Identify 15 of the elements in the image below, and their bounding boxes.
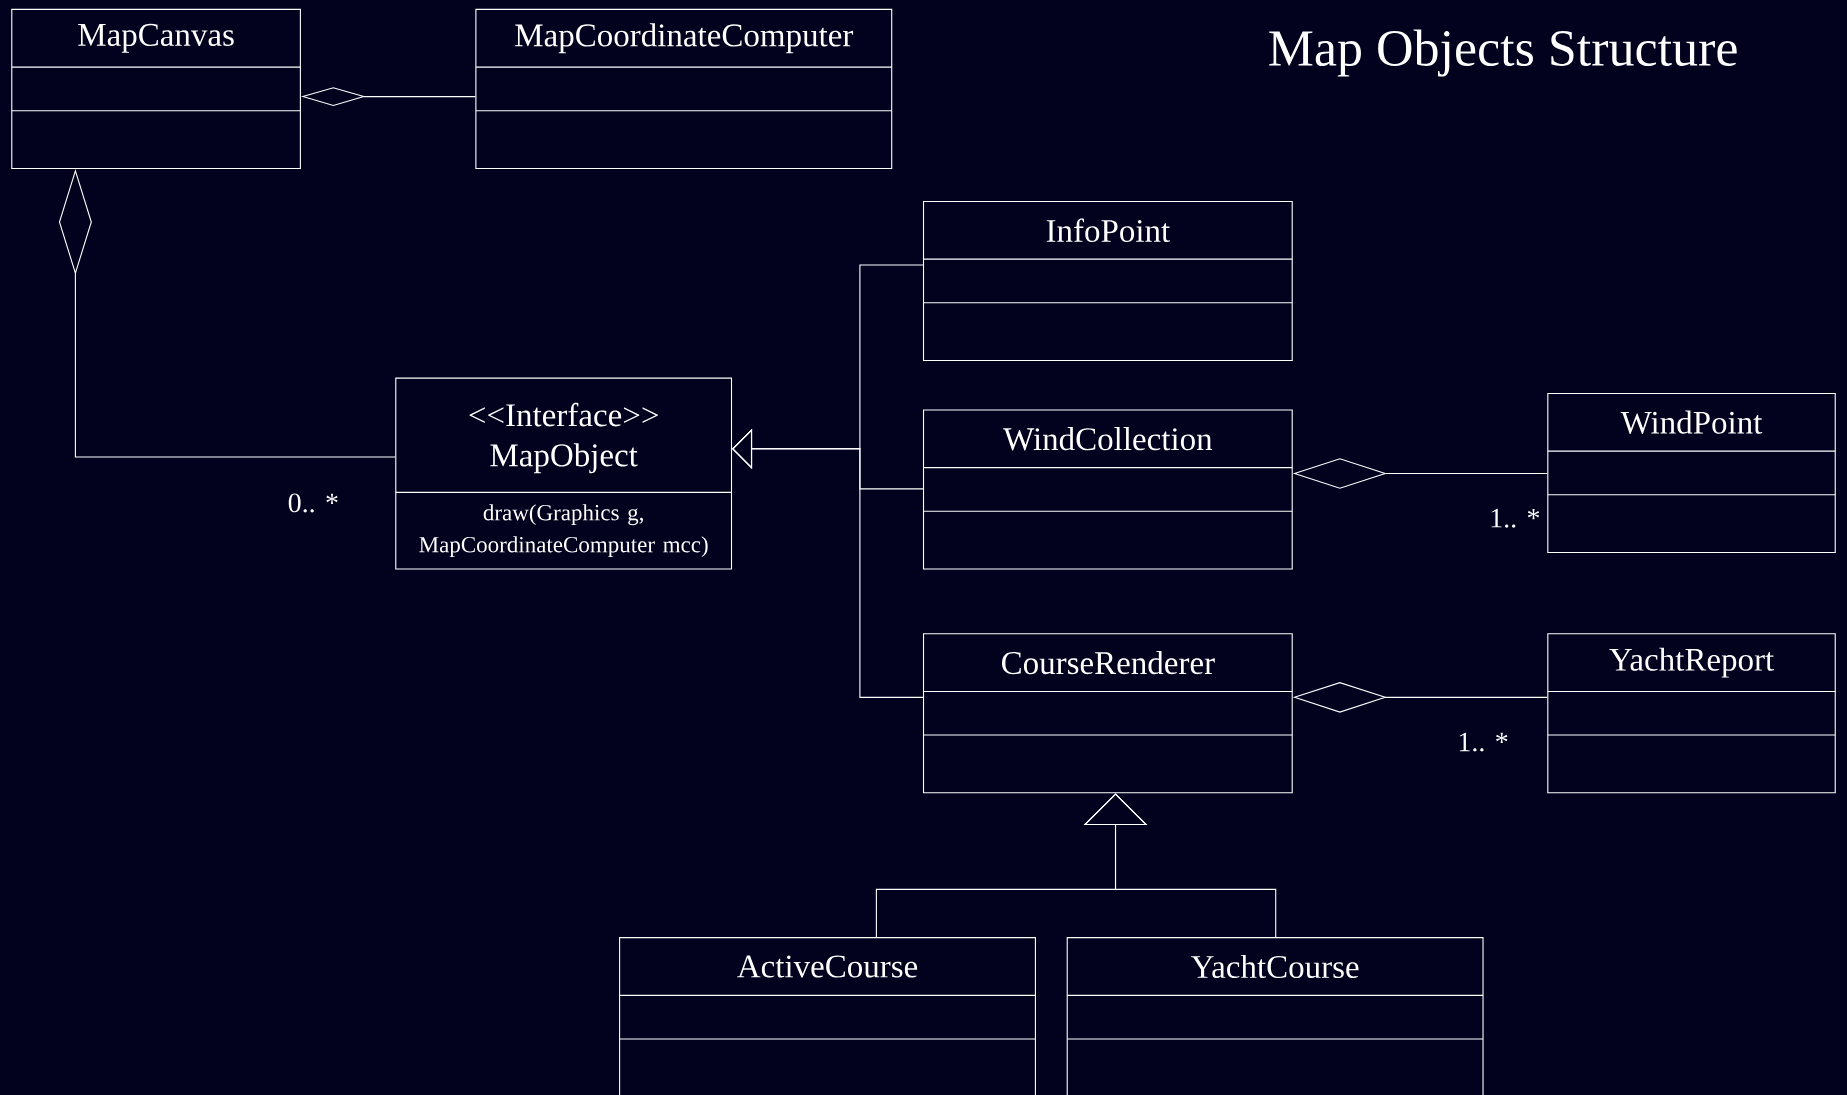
class-box: WindCollection bbox=[922, 409, 1293, 570]
class-box: ActiveCourse bbox=[619, 937, 1036, 1095]
class-box: CourseRenderer bbox=[922, 633, 1293, 794]
class-box: <<Interface>> MapObject draw(Graphics g, MapCoordinateComputer mcc) bbox=[395, 377, 733, 570]
class-box: InfoPoint bbox=[922, 200, 1293, 361]
multiplicity-label: 0.. * bbox=[288, 493, 338, 513]
association-line bbox=[1083, 793, 1277, 938]
class-box: MapCoordinateComputer bbox=[475, 8, 893, 169]
class-box: YachtCourse bbox=[1066, 937, 1484, 1095]
title: Map Objects Structure bbox=[1269, 29, 1737, 77]
class-box: WindPoint bbox=[1547, 392, 1836, 553]
class-box: MapCanvas bbox=[11, 8, 301, 169]
multiplicity-label: 1.. * bbox=[1491, 508, 1540, 528]
multiplicity-label: 1.. * bbox=[1459, 732, 1508, 752]
class-box: YachtReport bbox=[1547, 633, 1836, 794]
